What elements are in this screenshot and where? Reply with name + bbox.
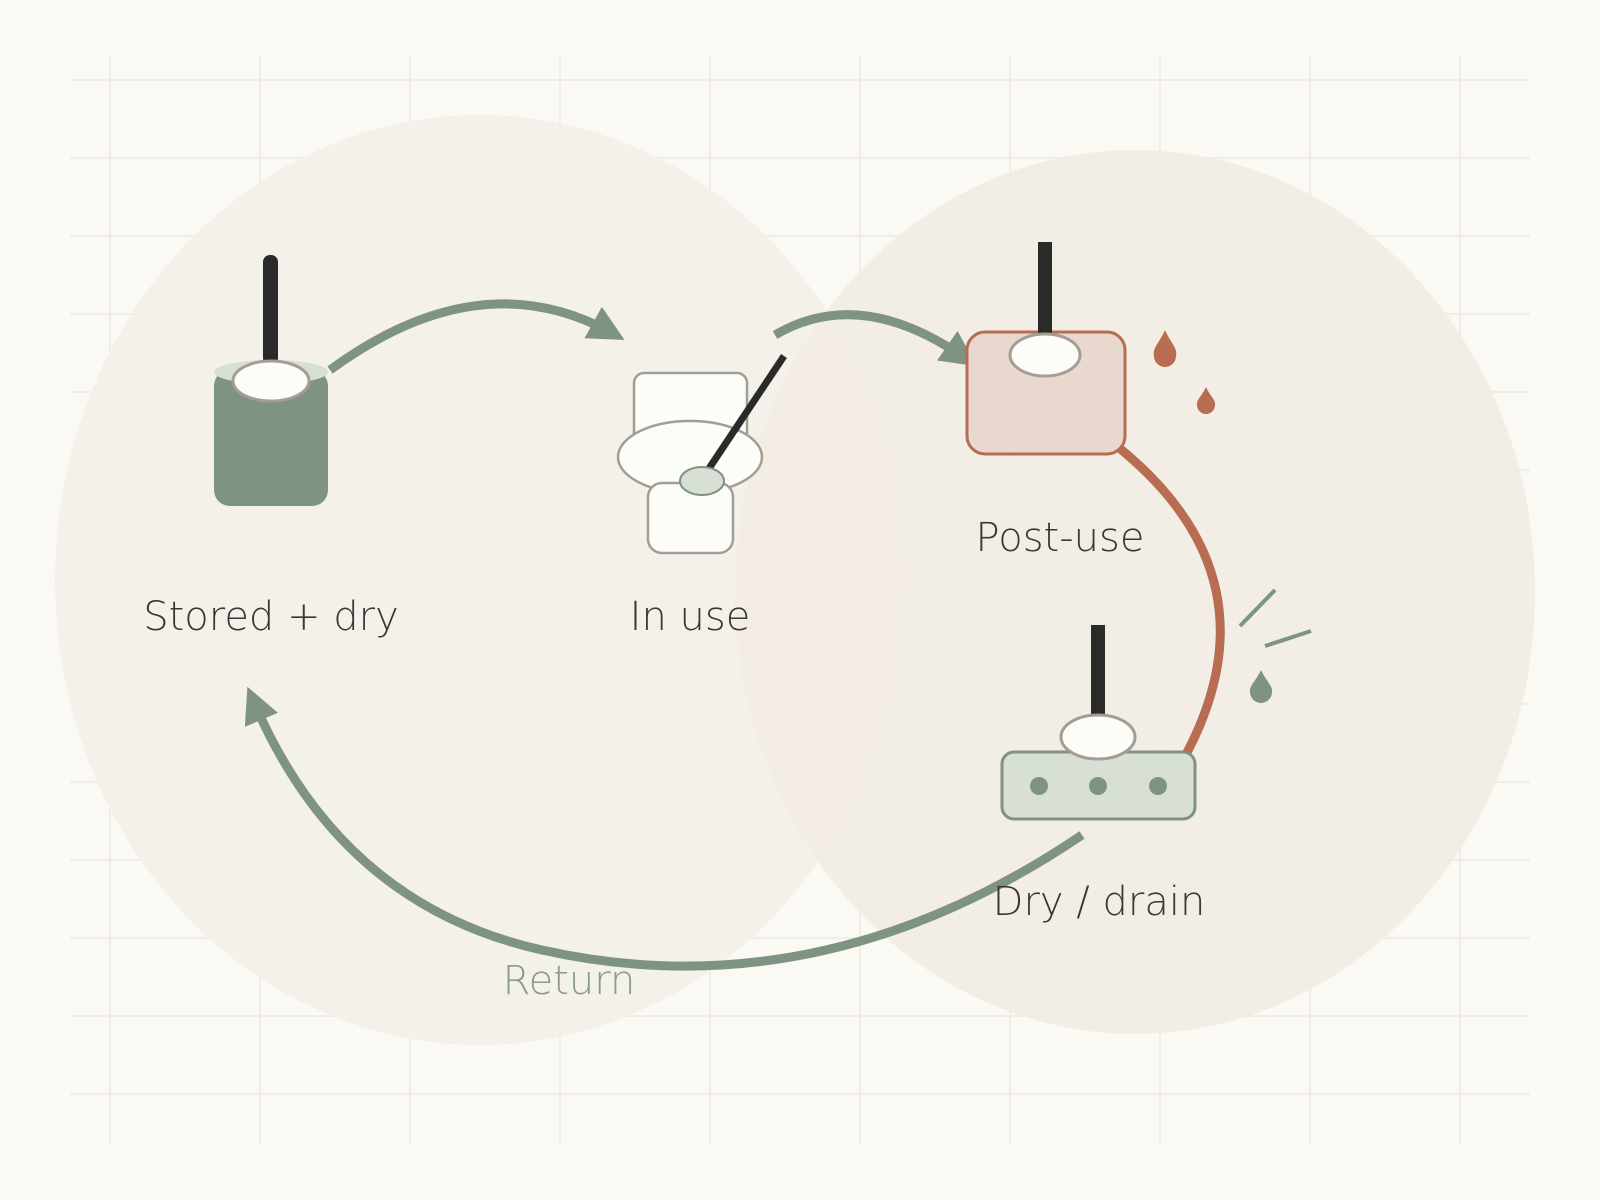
motion-line-icon — [1264, 629, 1312, 648]
toilet-with-brush-icon — [616, 354, 787, 555]
draining-tray-icon — [1000, 625, 1197, 821]
node-label-dry-drain: Dry / drain — [993, 879, 1206, 925]
water-drop-icon — [1196, 387, 1216, 414]
node-stored: Stored + dry — [143, 255, 399, 640]
water-drop-icon — [1249, 670, 1273, 703]
node-label-post-use: Post-use — [976, 515, 1145, 561]
edge-return — [244, 686, 1085, 971]
zone-circle-right — [735, 150, 1535, 1034]
edge-post-use-to-dry-drain — [1113, 442, 1225, 765]
node-dry-drain: Dry / drain — [993, 625, 1206, 925]
node-post-use: Post-use — [965, 242, 1216, 561]
brush-in-holder-icon — [214, 255, 328, 506]
edge-label-return: Return — [503, 958, 636, 1004]
motion-line-icon — [1238, 588, 1277, 628]
water-drop-icon — [1153, 330, 1177, 367]
node-label-in-use: In use — [630, 594, 751, 640]
edge-stored-to-in-use — [327, 299, 625, 374]
node-label-stored: Stored + dry — [143, 594, 399, 640]
node-in-use: In use — [616, 354, 787, 640]
edge-in-use-to-post-use — [772, 310, 977, 367]
wet-brush-holder-icon — [965, 242, 1127, 456]
